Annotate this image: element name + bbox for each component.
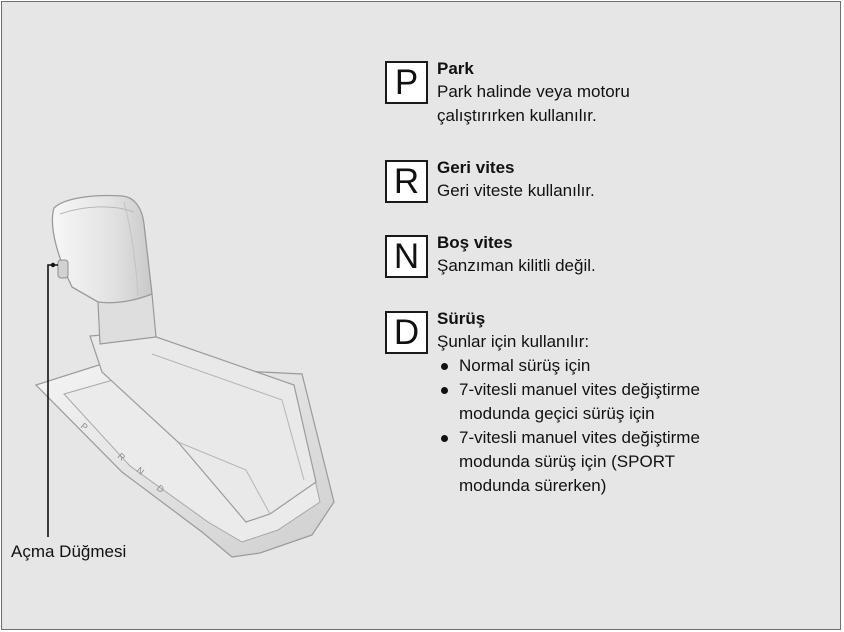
gear-letter-box: N: [385, 235, 428, 278]
bullet-text-line: modunda sürüş için (SPORT: [459, 450, 807, 474]
entry-title: Geri vites: [437, 157, 807, 179]
bullet-text-line: Normal sürüş için: [459, 354, 807, 378]
bullet-text-line: 7-vitesli manuel vites değiştirme: [459, 378, 807, 402]
entry-title: Park: [437, 58, 807, 80]
list-item: 7-vitesli manuel vites değiştirme modund…: [437, 426, 807, 498]
bullet-icon: [441, 435, 448, 442]
bullet-text-line: modunda geçici sürüş için: [459, 402, 807, 426]
release-button: [58, 260, 68, 278]
entry-description-line: Şanzıman kilitli değil.: [437, 254, 807, 278]
gear-letter-box: P: [385, 61, 428, 104]
list-item: 7-vitesli manuel vites değiştirme modund…: [437, 378, 807, 426]
entry-title: Boş vites: [437, 232, 807, 254]
entry-description-line: çalıştırırken kullanılır.: [437, 104, 807, 128]
bullet-text-line: modunda sürerken): [459, 474, 807, 498]
release-button-label: Açma Düğmesi: [11, 542, 126, 562]
drive-bullet-list: Normal sürüş için 7-vitesli manuel vites…: [437, 354, 807, 498]
entry-description-line: Geri viteste kullanılır.: [437, 179, 807, 203]
gear-letter-box: R: [385, 160, 428, 203]
entry-title: Sürüş: [437, 308, 807, 330]
entry-description-line: Park halinde veya motoru: [437, 80, 807, 104]
bullet-text-line: 7-vitesli manuel vites değiştirme: [459, 426, 807, 450]
bullet-icon: [441, 387, 448, 394]
entry-description-line: Şunlar için kullanılır:: [437, 330, 807, 354]
gear-letter-box: D: [385, 311, 428, 354]
bullet-icon: [441, 363, 448, 370]
list-item: Normal sürüş için: [437, 354, 807, 378]
